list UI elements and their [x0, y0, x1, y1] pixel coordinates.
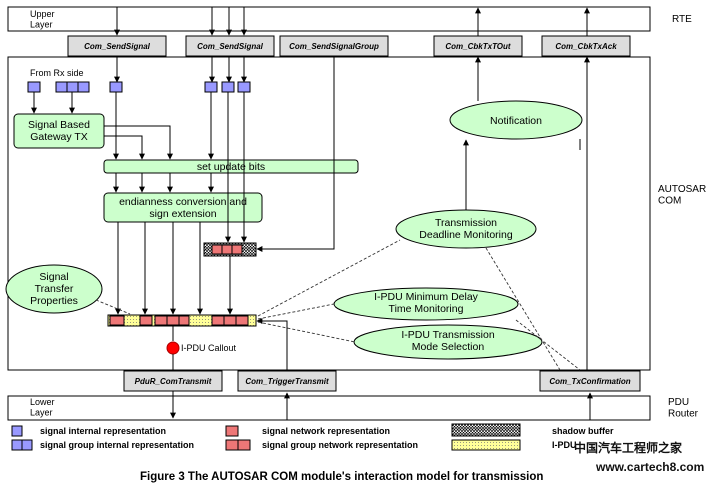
svg-text:Com_SendSignal: Com_SendSignal: [197, 42, 264, 51]
shadow-buffer: [203, 242, 257, 257]
svg-text:I-PDU: I-PDU: [552, 440, 577, 450]
upper-layer-band: [7, 6, 651, 32]
svg-text:中国汽车工程师之家: 中国汽车工程师之家: [574, 440, 683, 455]
tab-com-tx-confirmation: Com_TxConfirmation: [539, 370, 641, 392]
svg-text:Com_CbkTxAck: Com_CbkTxAck: [555, 42, 617, 51]
tab-com-trigger-transmit: Com_TriggerTransmit: [237, 370, 337, 392]
svg-text:www.cartech8.com: www.cartech8.com: [595, 460, 704, 474]
svg-text:signal group network represent: signal group network representation: [262, 440, 418, 450]
tab-com-send-signal-2: Com_SendSignal: [185, 35, 275, 57]
set-update-bits-bar: set update bits: [103, 159, 359, 174]
tab-pdur-com-transmit: PduR_ComTransmit: [123, 370, 223, 392]
lower-layer-band: [7, 395, 651, 421]
rte-call-arrows: [114, 7, 590, 36]
svg-text:Com_TxConfirmation: Com_TxConfirmation: [549, 377, 630, 386]
svg-text:signal network representation: signal network representation: [262, 426, 390, 436]
dashed-relations: [95, 239, 581, 371]
tab-com-send-signal-group: Com_SendSignalGroup: [279, 35, 389, 57]
svg-text:Com_SendSignalGroup: Com_SendSignalGroup: [289, 42, 379, 51]
from-rx-label: From Rx side: [30, 68, 84, 78]
signal-flow-lines: [31, 56, 590, 370]
svg-text:signal group internal represen: signal group internal representation: [40, 440, 194, 450]
svg-text:shadow buffer: shadow buffer: [552, 426, 614, 436]
lower-layer-arrows: [170, 391, 593, 420]
svg-text:Com_TriggerTransmit: Com_TriggerTransmit: [245, 377, 329, 386]
rx-signal-boxes: [27, 81, 251, 93]
watermark: 中国汽车工程师之家 www.cartech8.com: [574, 440, 704, 474]
notification-ellipse: Notification: [449, 100, 583, 140]
ipdu-buffer: [107, 314, 257, 327]
svg-text:PduR_ComTransmit: PduR_ComTransmit: [135, 377, 212, 386]
rte-label: RTE: [672, 14, 692, 25]
svg-text:Notification: Notification: [490, 115, 542, 127]
ipdu-callout-icon: [166, 341, 180, 355]
svg-text:signal internal representation: signal internal representation: [40, 426, 166, 436]
figure-caption: Figure 3 The AUTOSAR COM module's intera…: [140, 471, 543, 483]
svg-text:Com_CbkTxTOut: Com_CbkTxTOut: [445, 42, 511, 51]
svg-text:set update bits: set update bits: [197, 161, 265, 173]
tab-com-send-signal-1: Com_SendSignal: [67, 35, 167, 57]
tab-com-cbk-tx-ack: Com_CbkTxAck: [541, 35, 631, 57]
legend: signal internal representation signal gr…: [11, 423, 614, 451]
svg-text:Com_SendSignal: Com_SendSignal: [84, 42, 151, 51]
ipdu-callout-label: I-PDU Callout: [181, 343, 237, 353]
tab-com-cbk-tx-tout: Com_CbkTxTOut: [433, 35, 523, 57]
